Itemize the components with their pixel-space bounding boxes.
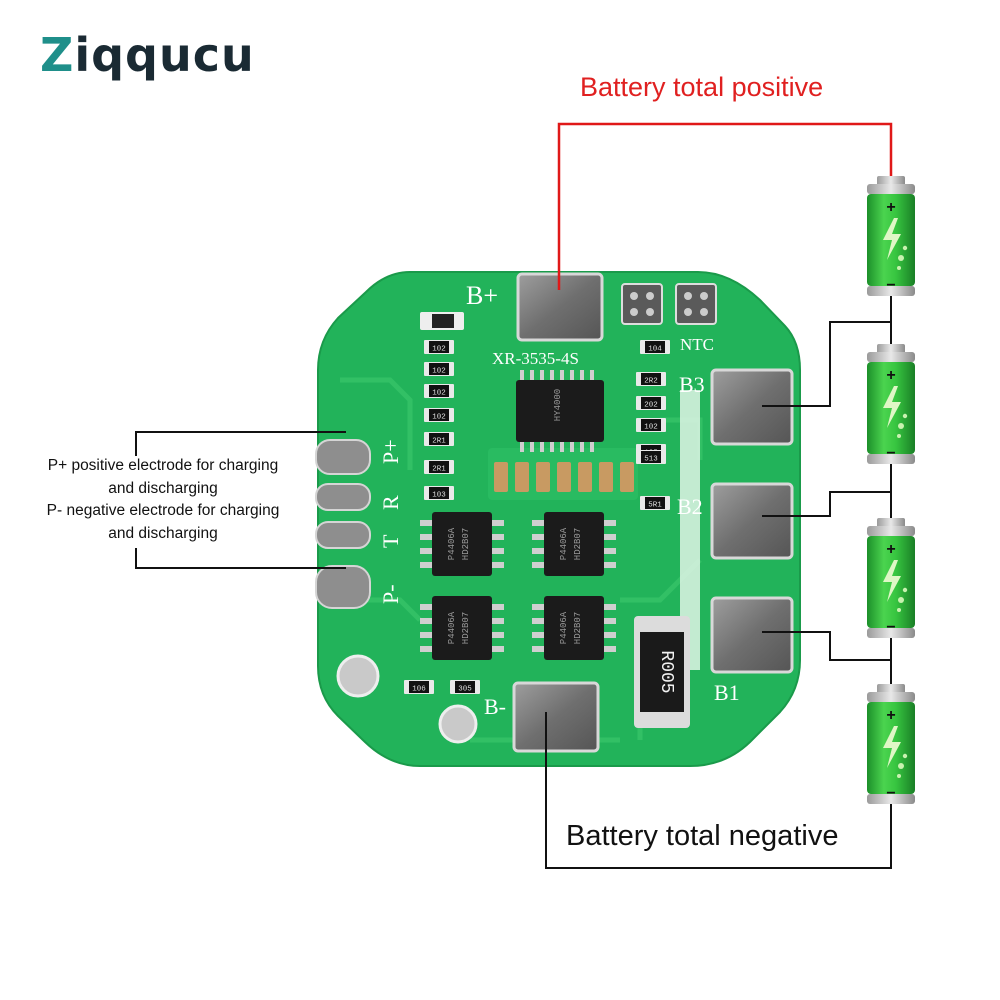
mosfet-chip: P4406A HD2B07 bbox=[532, 596, 616, 660]
smd-resistor-code: 2R1 bbox=[432, 438, 446, 446]
smd-resistor-code: 305 bbox=[458, 686, 472, 694]
smd-resistor: 102 bbox=[424, 362, 454, 376]
controller-ic: HY4000 bbox=[516, 370, 604, 452]
battery-2-plus: + bbox=[886, 367, 895, 384]
smd-resistor: 202 bbox=[636, 396, 666, 410]
controller-marking-1: HY4000 bbox=[553, 389, 563, 421]
battery-1-plus: + bbox=[886, 199, 895, 216]
wire-battery-positive bbox=[557, 122, 893, 290]
smd-resistor-code: 102 bbox=[432, 390, 446, 398]
wire-p-minus bbox=[135, 548, 346, 569]
p-minus-desc-line1: P- negative electrode for charging bbox=[46, 502, 280, 519]
smd-resistor-code: 104 bbox=[648, 346, 662, 354]
silk-b-plus: B+ bbox=[466, 281, 498, 310]
smd-resistor: 102 bbox=[424, 340, 454, 354]
mosfet-chip: P4406A HD2B07 bbox=[532, 512, 616, 576]
smd-resistor-code: 106 bbox=[412, 686, 426, 694]
silk-p-minus: P- bbox=[378, 584, 403, 604]
pad-b-minus bbox=[512, 681, 600, 753]
silk-b-minus: B- bbox=[484, 694, 506, 719]
edge-pin-pads bbox=[315, 439, 371, 609]
smd-resistor: 2R2 bbox=[636, 372, 666, 386]
silk-b2: B2 bbox=[677, 494, 703, 519]
smd-resistor-code: 202 bbox=[644, 402, 658, 410]
shunt-resistor-label: R005 bbox=[656, 650, 676, 693]
mosfet-marking-1: P4406A bbox=[447, 611, 457, 644]
smd-resistor-code: 103 bbox=[432, 492, 446, 500]
smd-resistor: 513 bbox=[636, 450, 666, 464]
mosfet-chip: P4406A HD2B07 bbox=[420, 512, 504, 576]
battery-4-plus: + bbox=[886, 707, 895, 724]
mosfet-marking-2: HD2B07 bbox=[573, 528, 583, 560]
pad-b2 bbox=[710, 482, 794, 560]
silk-r: R bbox=[378, 495, 403, 510]
mosfet-marking-1: P4406A bbox=[559, 527, 569, 560]
mounting-hole bbox=[438, 704, 478, 744]
shunt-resistor: R005 bbox=[634, 616, 690, 728]
smd-resistor-code: 5R1 bbox=[648, 502, 662, 510]
smd-resistor-code: 2R2 bbox=[644, 378, 658, 386]
p-terminal-description: P+ positive electrode for charging and d… bbox=[18, 455, 308, 545]
smd-resistor: 2R1 bbox=[424, 432, 454, 446]
smd-resistors: 1041021021021022R12R12R22021021051035135… bbox=[404, 340, 670, 694]
capacitor-row bbox=[494, 462, 634, 492]
wires-balance bbox=[545, 296, 892, 869]
ntc-pads bbox=[621, 283, 717, 325]
battery-4-minus: − bbox=[886, 785, 895, 802]
brand-logo: Ziqqucu bbox=[40, 28, 255, 82]
smd-resistor: 106 bbox=[404, 680, 434, 694]
silk-model: XR-3535-4S bbox=[492, 349, 579, 368]
smd-resistor: 102 bbox=[424, 384, 454, 398]
logo-z: Z bbox=[40, 28, 75, 82]
pad-b1 bbox=[710, 596, 794, 674]
battery-total-negative-label: Battery total negative bbox=[566, 820, 839, 852]
smd-resistor-code: 102 bbox=[432, 346, 446, 354]
p-minus-desc-line2: and discharging bbox=[108, 524, 218, 542]
battery-3-minus: − bbox=[886, 619, 895, 636]
smd-resistor: 5R1 bbox=[640, 496, 670, 510]
silk-b3: B3 bbox=[679, 372, 705, 397]
mosfet-marking-1: P4406A bbox=[559, 611, 569, 644]
smd-resistor: 102 bbox=[636, 418, 666, 432]
smd-resistor-code: 102 bbox=[644, 424, 658, 432]
smd-resistor-code: 102 bbox=[432, 368, 446, 376]
smd-resistor: 305 bbox=[450, 680, 480, 694]
mosfet-marking-2: HD2B07 bbox=[573, 612, 583, 644]
wire-p-plus bbox=[135, 431, 346, 456]
smd-resistor: 104 bbox=[640, 340, 670, 354]
smd-resistor-code: 2R1 bbox=[432, 466, 446, 474]
mosfet-marking-2: HD2B07 bbox=[461, 528, 471, 560]
silk-t: T bbox=[378, 534, 403, 548]
silk-b1: B1 bbox=[714, 680, 740, 705]
smd-resistor-code: 513 bbox=[644, 456, 658, 464]
silk-ntc: NTC bbox=[680, 335, 714, 354]
smd-resistor: 103 bbox=[424, 486, 454, 500]
silk-p-plus: P+ bbox=[378, 439, 403, 464]
battery-total-positive-label: Battery total positive bbox=[580, 72, 824, 102]
smd-resistor: 2R1 bbox=[424, 460, 454, 474]
p-plus-desc-line1: P+ positive electrode for charging bbox=[47, 457, 279, 474]
logo-rest: iqqucu bbox=[74, 28, 255, 82]
smd-resistor: 102 bbox=[424, 408, 454, 422]
mosfet-chip: P4406A HD2B07 bbox=[420, 596, 504, 660]
battery-3-plus: + bbox=[886, 541, 895, 558]
smd-resistor-code: 102 bbox=[432, 414, 446, 422]
battery-1-minus: − bbox=[886, 277, 895, 294]
p-plus-desc-line2: and discharging bbox=[108, 479, 218, 497]
battery-2-minus: − bbox=[886, 445, 895, 462]
mosfet-marking-1: P4406A bbox=[447, 527, 457, 560]
mosfet-marking-2: HD2B07 bbox=[461, 612, 471, 644]
mounting-hole bbox=[336, 654, 380, 698]
